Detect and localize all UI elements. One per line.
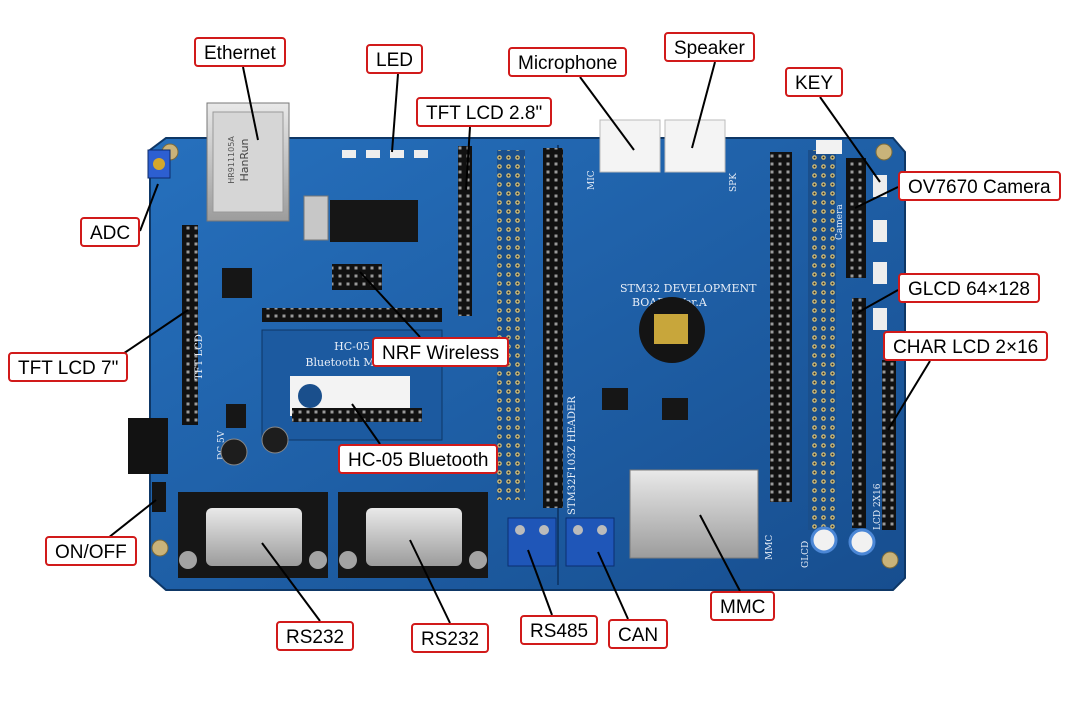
mic-silkscreen: MIC — [587, 170, 597, 190]
callout-tft-lcd-2-8: TFT LCD 2.8" — [416, 97, 553, 127]
callout-char-lcd: CHAR LCD 2×16 — [883, 331, 1049, 361]
camera-silkscreen: Camera — [835, 204, 845, 240]
camera-header — [846, 158, 866, 278]
callout-adc: ADC — [80, 217, 141, 247]
char-lcd-header — [882, 360, 896, 530]
tft-28-hole-array — [497, 150, 525, 500]
callout-mmc: MMC — [710, 591, 776, 621]
capacitor-1 — [220, 438, 248, 466]
lcd2x16-silkscreen: LCD 2X16 — [873, 483, 883, 530]
board-title-line1: STM32 DEVELOPMENT — [620, 282, 757, 295]
trimpot-1 — [810, 526, 838, 554]
callout-nrf-wireless: NRF Wireless — [372, 337, 510, 367]
spk-silkscreen: SPK — [729, 173, 739, 192]
mmc-slot: MMC — [629, 469, 775, 560]
glcd-hole-array — [808, 150, 836, 530]
callout-rs232-1: RS232 — [276, 621, 355, 651]
key-buttons — [816, 140, 887, 330]
dc-jack — [128, 418, 168, 474]
adc-potentiometer — [147, 149, 171, 179]
callout-ethernet: Ethernet — [194, 37, 286, 67]
leader-lines — [104, 61, 931, 624]
rs232-connector-2 — [338, 492, 488, 578]
bt-header — [292, 408, 422, 422]
tft-7-header — [182, 225, 198, 425]
capacitor-2 — [261, 426, 289, 454]
stm32-header-left — [543, 148, 563, 508]
ethernet-part-text: HR911105A — [227, 136, 236, 184]
small-ic — [222, 268, 252, 298]
power-switch — [152, 482, 166, 512]
regulator — [226, 404, 246, 428]
callout-speaker: Speaker — [664, 32, 755, 62]
callout-hc05-bluetooth: HC-05 Bluetooth — [338, 444, 499, 474]
rs232-connector-1 — [178, 492, 328, 578]
rs485-terminal — [507, 517, 557, 567]
callout-glcd: GLCD 64×128 — [898, 273, 1040, 303]
glcd-header — [852, 298, 866, 528]
callout-key: KEY — [785, 67, 844, 97]
callout-can: CAN — [608, 619, 669, 649]
stm32-header-silkscreen: STM32F103Z HEADER — [567, 396, 578, 515]
ethernet-jack: HanRun HR911105A — [206, 102, 290, 222]
callout-tft-lcd-7: TFT LCD 7" — [8, 352, 129, 382]
callout-ov7670-camera: OV7670 Camera — [898, 171, 1061, 201]
bt-module-line1: HC-05 — [334, 340, 370, 353]
ethernet-brand-text: HanRun — [238, 138, 251, 181]
small-ic-2 — [602, 388, 628, 410]
dc-silkscreen: DC 5V — [217, 430, 227, 460]
bt-module-line2: Bluetooth M — [305, 356, 374, 369]
callout-rs232-2: RS232 — [411, 623, 490, 653]
nrf-header — [332, 264, 382, 290]
led-row — [342, 150, 428, 158]
tft-28-header — [458, 146, 472, 316]
stm32-header-right — [770, 152, 792, 502]
glcd-silkscreen: GLCD — [801, 541, 811, 568]
can-terminal — [565, 517, 615, 567]
mmc-silkscreen: MMC — [765, 535, 775, 560]
nrf-module-header — [262, 308, 442, 322]
callout-microphone: Microphone — [508, 47, 628, 77]
trimpot-2 — [848, 528, 876, 556]
tft-lcd-silkscreen: TFT LCD — [194, 334, 205, 380]
coin-cell-holder — [639, 297, 705, 363]
callout-on-off: ON/OFF — [45, 536, 137, 566]
small-ic-3 — [662, 398, 688, 420]
ic-chip — [303, 195, 418, 242]
callout-led: LED — [366, 44, 423, 74]
callout-rs485: RS485 — [520, 615, 599, 645]
